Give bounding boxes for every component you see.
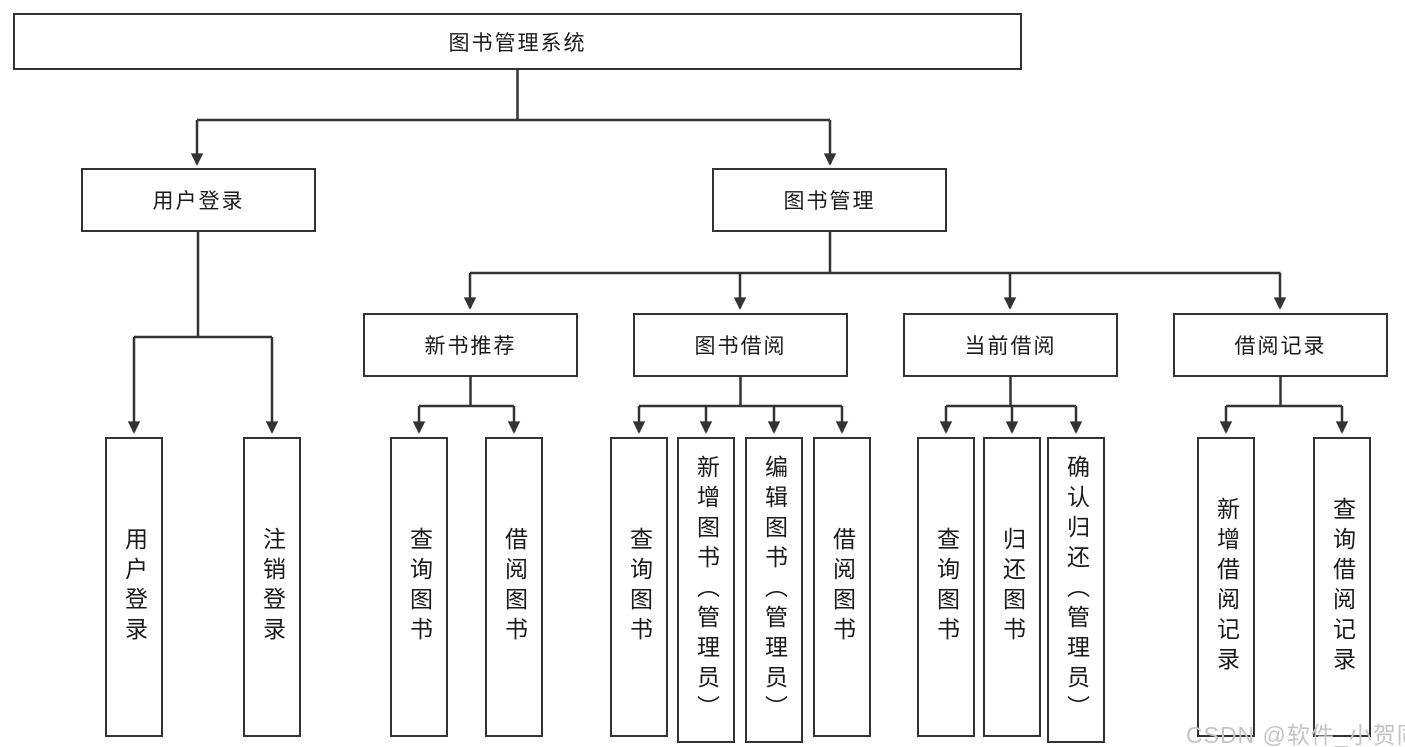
node-query-books-recommend: 查询图书 xyxy=(390,437,448,737)
node-label: 图书管理 xyxy=(783,190,876,213)
node-label: 用户登录 xyxy=(152,190,245,213)
node-add-books-admin: 新增图书（管理员） xyxy=(677,437,735,743)
node-edit-books-admin: 编辑图书（管理员） xyxy=(745,437,803,743)
node-add-borrow-record: 新增借阅记录 xyxy=(1197,437,1255,737)
node-query-borrow-record: 查询借阅记录 xyxy=(1313,437,1371,737)
node-label: 图书管理系统 xyxy=(448,31,587,55)
node-book-management: 图书管理 xyxy=(712,168,947,232)
node-label: 查询图书 xyxy=(406,527,433,647)
node-label: 当前借阅 xyxy=(964,335,1057,358)
node-new-book-recommend: 新书推荐 xyxy=(363,313,578,377)
node-logout: 注销登录 xyxy=(243,437,301,737)
node-label: 注销登录 xyxy=(259,527,286,647)
node-user-login: 用户登录 xyxy=(81,168,316,232)
csdn-watermark: CSDN @软件_小贺同学 xyxy=(1186,722,1405,747)
node-query-books-current: 查询图书 xyxy=(917,437,975,737)
node-label: 借阅图书 xyxy=(829,527,856,647)
node-label: 用户登录 xyxy=(121,527,148,647)
node-confirm-return-admin: 确认归还（管理员） xyxy=(1047,437,1105,743)
node-label: 确认归还（管理员） xyxy=(1063,455,1090,725)
node-borrow-books-borrowing: 借阅图书 xyxy=(813,437,871,737)
node-label: 借阅图书 xyxy=(501,527,528,647)
node-label: 编辑图书（管理员） xyxy=(761,455,788,725)
node-label: 归还图书 xyxy=(999,527,1026,647)
node-label: 查询图书 xyxy=(626,527,653,647)
node-user-login-leaf: 用户登录 xyxy=(105,437,163,737)
node-label: 新增借阅记录 xyxy=(1213,497,1240,677)
node-query-books-borrowing: 查询图书 xyxy=(610,437,668,737)
node-label: 新增图书（管理员） xyxy=(693,455,720,725)
node-label: 借阅记录 xyxy=(1234,335,1327,358)
node-return-books: 归还图书 xyxy=(983,437,1041,737)
node-label: 查询借阅记录 xyxy=(1329,497,1356,677)
node-borrow-books-recommend: 借阅图书 xyxy=(485,437,543,737)
node-library-management-system: 图书管理系统 xyxy=(13,13,1022,70)
node-borrowing-records: 借阅记录 xyxy=(1173,313,1388,377)
node-label: 查询图书 xyxy=(933,527,960,647)
node-book-borrowing: 图书借阅 xyxy=(633,313,848,377)
node-current-borrowing: 当前借阅 xyxy=(903,313,1118,377)
node-label: 新书推荐 xyxy=(424,335,517,358)
node-label: 图书借阅 xyxy=(694,335,787,358)
